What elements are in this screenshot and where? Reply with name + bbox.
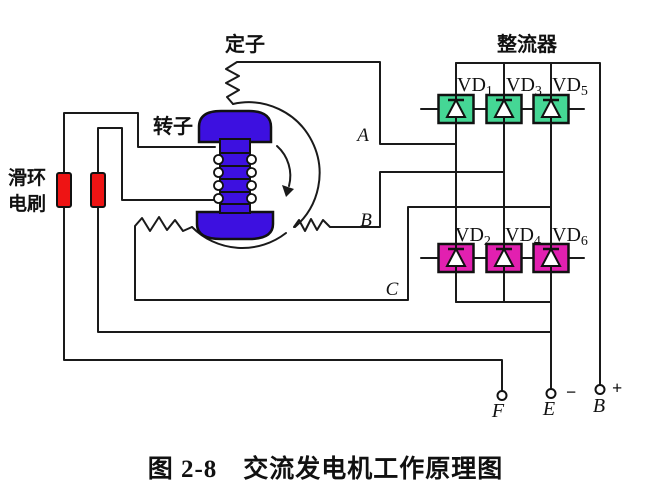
brush-label: 电刷 [8, 192, 46, 215]
terminal-b-label: B [593, 395, 605, 417]
diode-vd2: VD2 [437, 224, 491, 274]
svg-text:VD3: VD3 [506, 74, 542, 99]
diode-symbol [445, 97, 467, 118]
slip-ring-label: 滑环 [8, 167, 46, 189]
diode-vd1: VD1 [437, 74, 493, 125]
terminal-e-label: E [542, 398, 555, 420]
svg-text:VD2: VD2 [455, 224, 491, 249]
diode-vd3: VD3 [485, 74, 542, 125]
phase-b-label: B [360, 210, 372, 231]
figure-caption: 图 2-8 交流发电机工作原理图 [147, 456, 504, 483]
terminal-e-circle [545, 388, 557, 399]
diode-symbol [445, 246, 467, 267]
terminal-e-sign: − [566, 382, 576, 402]
diode-symbol [493, 246, 515, 267]
wire-brush-inner-to-e [97, 206, 552, 333]
stator-label: 定子 [225, 32, 265, 56]
rectifier-label: 整流器 [496, 32, 558, 56]
rotor-coil-loops [213, 154, 257, 204]
phase-c-label: C [386, 279, 399, 300]
rotor [195, 109, 275, 241]
diode-symbol [493, 97, 515, 118]
terminal-f-label: F [491, 400, 505, 422]
brush-left [56, 172, 72, 208]
brush-right [90, 172, 106, 208]
rotor-top-cap [197, 109, 273, 144]
diode-symbol [540, 97, 562, 118]
diode-vd6: VD6 [532, 224, 588, 274]
diode-symbol [540, 246, 562, 267]
wire-phase-a [225, 61, 457, 145]
diode-vd5: VD5 [532, 74, 588, 125]
wire-phase-c [134, 206, 552, 301]
terminal-b-sign: + [612, 378, 622, 398]
phase-a-label: A [355, 125, 369, 146]
rotation-arrow-head [282, 185, 294, 197]
rotor-label: 转子 [153, 114, 193, 138]
wire-phase-b [293, 171, 505, 232]
rotor-shaft [219, 138, 251, 214]
svg-text:VD1: VD1 [457, 74, 493, 99]
rotor-coil-bands [220, 152, 250, 205]
wire-brush-outer-top [63, 112, 216, 174]
rotation-arrow-arc [276, 145, 292, 187]
terminal-f-circle [496, 390, 508, 401]
wire-brush-outer-to-f [63, 206, 503, 392]
diode-vd4: VD4 [485, 224, 541, 274]
svg-text:VD6: VD6 [552, 224, 588, 249]
stator-ring-arc-main [232, 101, 321, 228]
svg-text:VD5: VD5 [552, 74, 588, 99]
rotor-bottom-cap [195, 210, 275, 241]
wire-brush-inner-top [97, 127, 216, 201]
terminal-b-circle [594, 384, 606, 395]
svg-text:VD4: VD4 [505, 224, 541, 249]
